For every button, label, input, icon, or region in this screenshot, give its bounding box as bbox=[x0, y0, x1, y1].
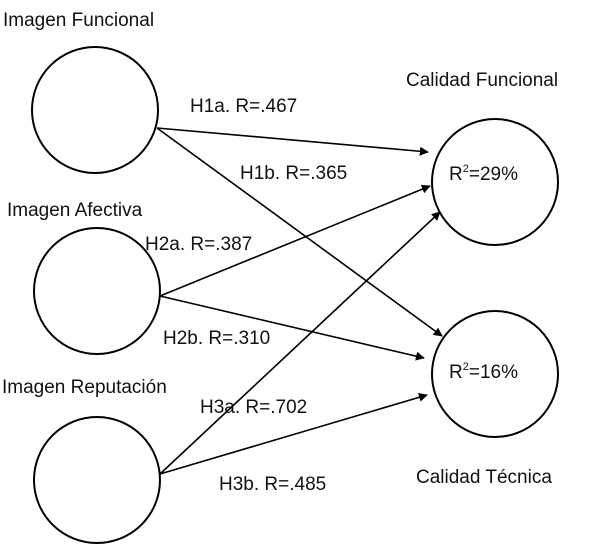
edge-label-h2a: H2a. R=.387 bbox=[145, 234, 252, 255]
node-label-imagen-afectiva: Imagen Afectiva bbox=[7, 200, 143, 221]
edge-h2b-arrow bbox=[159, 295, 425, 361]
r2-calidad-tecnica: R2=16% bbox=[449, 361, 518, 383]
edge-h1a-arrow bbox=[156, 127, 429, 156]
node-calidad-tecnica bbox=[431, 310, 559, 438]
node-label-imagen-reputacion: Imagen Reputación bbox=[2, 377, 167, 398]
edge-label-h1a: H1a. R=.467 bbox=[190, 96, 297, 117]
edge-h3a-arrow bbox=[159, 211, 441, 475]
node-imagen-afectiva bbox=[33, 227, 161, 355]
r2-calidad-funcional: R2=29% bbox=[449, 163, 518, 185]
node-imagen-reputacion bbox=[33, 416, 161, 544]
edge-label-h3a: H3a. R=.702 bbox=[200, 397, 307, 418]
node-label-calidad-funcional: Calidad Funcional bbox=[406, 70, 558, 91]
node-label-imagen-funcional: Imagen Funcional bbox=[3, 10, 154, 31]
edge-label-h1b: H1b. R=.365 bbox=[240, 163, 347, 184]
edge-label-h3b: H3b. R=.485 bbox=[219, 474, 326, 495]
edge-h3b-arrow bbox=[159, 392, 428, 475]
edge-label-h2b: H2b. R=.310 bbox=[163, 328, 270, 349]
node-imagen-funcional bbox=[31, 46, 159, 174]
node-label-calidad-tecnica: Calidad Técnica bbox=[416, 467, 552, 488]
edge-h2a-arrow bbox=[159, 184, 431, 297]
edge-h1b-arrow bbox=[156, 127, 443, 337]
node-calidad-funcional bbox=[431, 118, 559, 246]
